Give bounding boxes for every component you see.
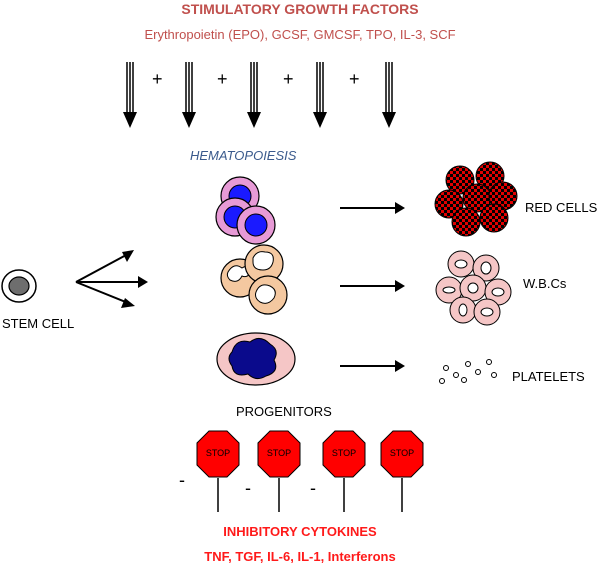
plus-sign: + (152, 69, 163, 89)
platelets-icon (439, 359, 497, 384)
stimulatory-arrow (382, 62, 396, 128)
minus-sign: - (245, 478, 251, 498)
plus-sign: + (349, 69, 360, 89)
stem-cell-icon (1, 269, 37, 303)
stimulatory-arrow (182, 62, 196, 128)
plus-sign: + (283, 69, 294, 89)
myeloid-progenitor-icon (220, 244, 288, 315)
erythroid-progenitor-icon (215, 176, 276, 245)
plus-sign: + (217, 69, 228, 89)
inhibitory-title: INHIBITORY CYTOKINES (223, 524, 377, 539)
minus-sign: - (310, 478, 316, 498)
stop-sign-label: STOP (331, 448, 357, 458)
stop-sign-icon (380, 430, 424, 512)
stimulatory-arrow (247, 62, 261, 128)
stop-sign-label: STOP (266, 448, 292, 458)
stop-sign-label: STOP (205, 448, 231, 458)
red-cells-icon (434, 161, 518, 237)
wbc-label: W.B.Cs (523, 276, 567, 291)
stimulatory-title: STIMULATORY GROWTH FACTORS (181, 1, 419, 17)
platelets-label: PLATELETS (512, 369, 585, 384)
growth-factors-list: Erythropoietin (EPO), GCSF, GMCSF, TPO, … (144, 27, 456, 42)
stop-sign-label: STOP (389, 448, 415, 458)
progenitors-label: PROGENITORS (236, 404, 332, 419)
stop-sign-icon (257, 430, 301, 512)
stop-sign-icon (322, 430, 366, 512)
branch-arrows (75, 250, 148, 308)
megakaryocyte-icon (216, 332, 296, 386)
inhibitory-cytokines-list: TNF, TGF, IL-6, IL-1, Interferons (204, 549, 396, 564)
minus-sign: - (179, 470, 185, 490)
stem-cell-label: STEM CELL (2, 316, 75, 331)
red-cells-label: RED CELLS (525, 200, 598, 215)
differentiation-arrows (340, 202, 405, 372)
stimulatory-arrow (313, 62, 327, 128)
white-blood-cells-icon (435, 250, 512, 326)
stop-sign-icon (196, 430, 240, 512)
stimulatory-arrow (123, 62, 137, 128)
hematopoiesis-label: HEMATOPOIESIS (190, 148, 297, 163)
